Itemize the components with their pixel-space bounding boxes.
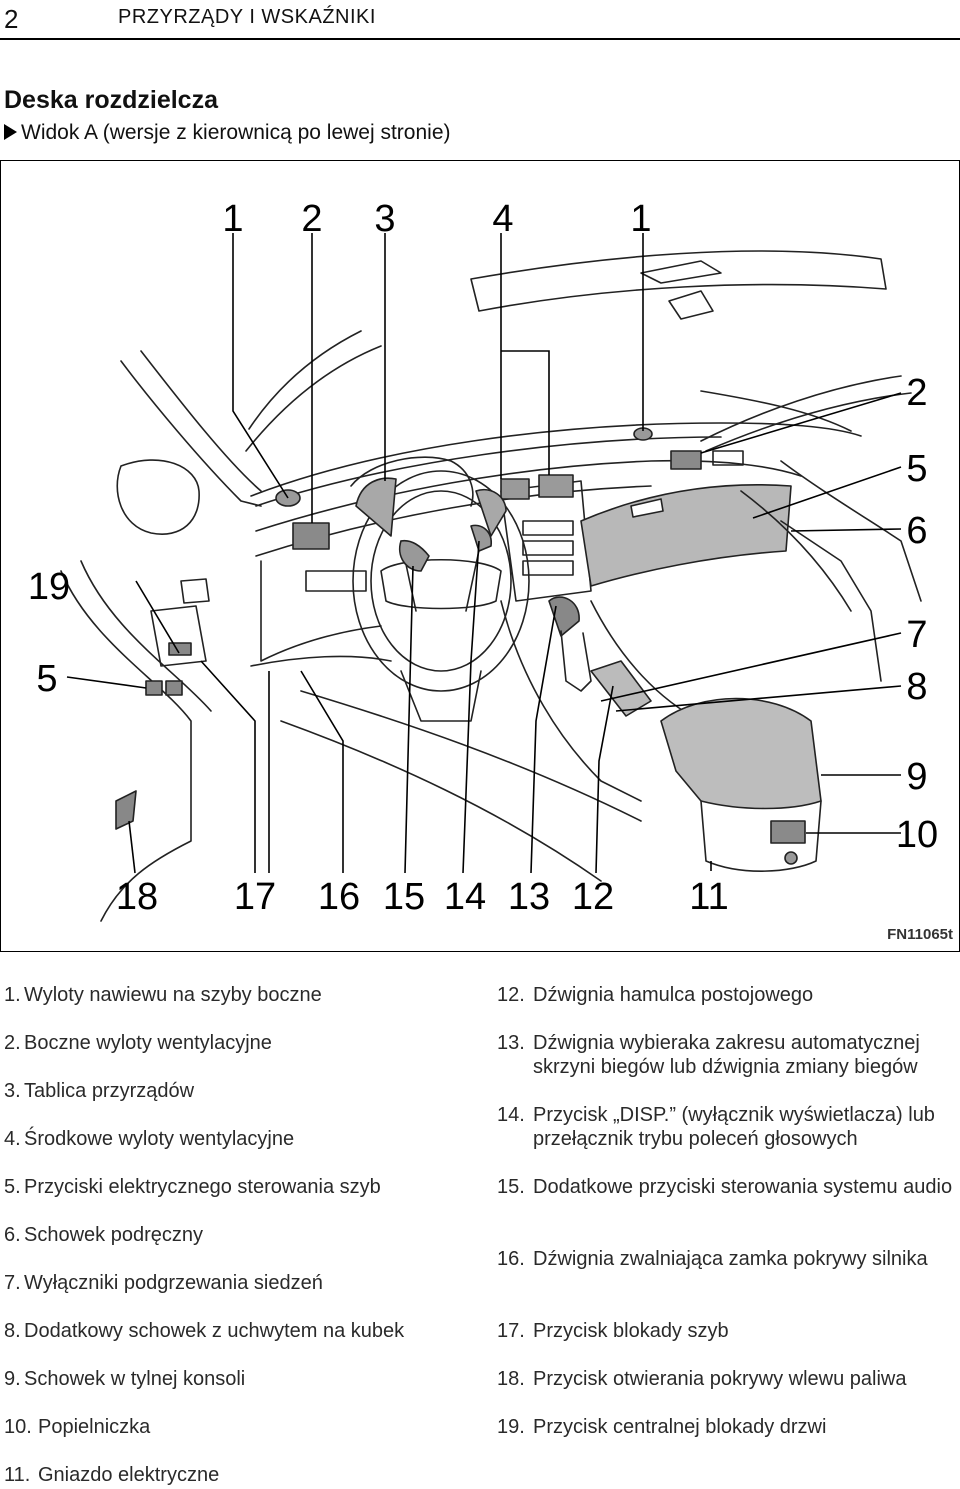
callout-top-3: 3 (374, 198, 395, 240)
callout-right-2: 2 (906, 372, 927, 414)
callout-left-5: 5 (36, 658, 57, 700)
callout-right-9: 9 (906, 756, 927, 798)
callout-top-1: 1 (222, 198, 243, 240)
legend-item-19: 19.Przycisk centralnej blokady drzwi (497, 1416, 827, 1438)
header-rule (0, 38, 960, 40)
legend-item-1: 1.Wyloty nawiewu na szyby boczne (4, 984, 322, 1006)
legend-item-2: 2.Boczne wyloty wentylacyjne (4, 1032, 272, 1054)
legend-item-4: 4.Środkowe wyloty wentylacyjne (4, 1128, 295, 1150)
legend-item-12: 12.Dźwignia hamulca postojowego (497, 984, 814, 1006)
legend-item-13: 13.Dźwignia wybieraka zakresu automatycz… (497, 1032, 920, 1078)
callout-bottom-17: 17 (234, 876, 276, 918)
callout-bottom-14: 14 (444, 876, 486, 918)
legend-item-16: 16.Dźwignia zwalniająca zamka pokrywy si… (497, 1248, 928, 1270)
legend-item-15: 15.Dodatkowe przyciski sterowania system… (497, 1176, 953, 1198)
legend-item-6: 6.Schowek podręczny (4, 1224, 203, 1246)
legend-item-5: 5.Przyciski elektrycznego sterowania szy… (4, 1176, 381, 1198)
callout-bottom-16: 16 (318, 876, 360, 918)
legend-item-8: 8.Dodatkowy schowek z uchwytem na kubek (4, 1320, 405, 1342)
callout-bottom-12: 12 (572, 876, 614, 918)
callout-bottom-13: 13 (508, 876, 550, 918)
callout-top-5: 1 (630, 198, 651, 240)
page-title: Deska rozdzielcza (4, 86, 218, 114)
callout-right-8: 8 (906, 666, 927, 708)
legend-item-17: 17.Przycisk blokady szyb (497, 1320, 729, 1342)
triangle-bullet-icon (4, 124, 17, 140)
dashboard-figure: 1 2 3 4 1 2 5 6 7 8 9 10 19 5 18 17 16 1… (0, 160, 960, 952)
legend-item-11: 11.Gniazdo elektryczne (4, 1464, 220, 1486)
callout-bottom-18: 18 (116, 876, 158, 918)
legend-item-7: 7.Wyłączniki podgrzewania siedzeń (4, 1272, 323, 1294)
callout-right-10: 10 (896, 814, 938, 856)
callout-bottom-11: 11 (689, 876, 728, 918)
callout-left-19: 19 (28, 566, 70, 608)
dashboard-illustration: 1 2 3 4 1 2 5 6 7 8 9 10 19 5 18 17 16 1… (28, 198, 953, 943)
page-number: 2 (4, 4, 19, 34)
subtitle-text: Widok A (wersje z kierownicą po lewej st… (21, 121, 451, 144)
callout-bottom-15: 15 (383, 876, 425, 918)
view-subtitle: Widok A (wersje z kierownicą po lewej st… (4, 121, 451, 145)
legend-item-9: 9.Schowek w tylnej konsoli (4, 1368, 246, 1390)
figure-code: FN11065t (887, 926, 953, 943)
callout-right-7: 7 (906, 614, 927, 656)
callout-right-5: 5 (906, 448, 927, 490)
legend-item-10: 10.Popielniczka (4, 1416, 151, 1438)
section-header: PRZYRZĄDY I WSKAŹNIKI (118, 6, 376, 28)
legend-item-3: 3.Tablica przyrządów (4, 1080, 195, 1102)
callout-top-2: 2 (301, 198, 322, 240)
legend-item-14: 14.Przycisk „DISP.” (wyłącznik wyświetla… (497, 1104, 935, 1150)
callout-right-6: 6 (906, 510, 927, 552)
callout-top-4: 4 (492, 198, 513, 240)
legend-item-18: 18.Przycisk otwierania pokrywy wlewu pal… (497, 1368, 907, 1390)
